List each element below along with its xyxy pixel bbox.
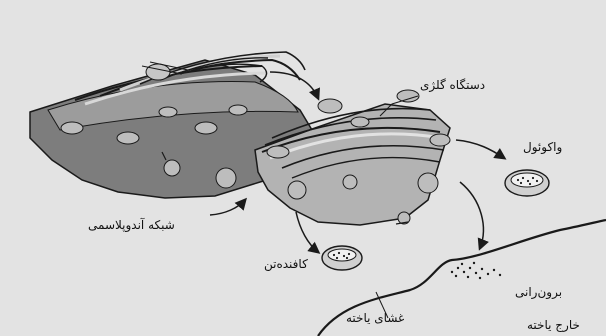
er-knob (146, 64, 170, 80)
golgi-vesicle (343, 175, 357, 189)
er-vesicle (117, 132, 139, 144)
budding-vesicle (164, 160, 180, 176)
lysosome-cavity (328, 249, 356, 261)
er-vesicle (229, 105, 247, 115)
lysosome (322, 246, 362, 270)
golgi-vesicle (318, 99, 342, 113)
golgi-vesicle (351, 117, 369, 127)
budding-vesicle (216, 168, 236, 188)
label-membrane: غشای یاخته (346, 311, 404, 325)
arrow-to-membrane (460, 182, 483, 248)
golgi-vesicle (430, 134, 450, 146)
er-vesicle (195, 122, 217, 134)
exocytosis-particles (451, 262, 501, 279)
golgi-vesicle (418, 173, 438, 193)
label-exocytosis: برون‌رانی (515, 285, 562, 299)
er-vesicle (159, 107, 177, 117)
vacuole-cavity (511, 173, 543, 187)
label-er: شبکه آندوپلاسمی (88, 218, 175, 232)
label-golgi: دستگاه گلژی (420, 78, 485, 92)
label-vacuole: واکوئول (523, 140, 562, 154)
arrow-to-vacuole (456, 140, 504, 158)
vacuole (505, 170, 549, 196)
label-outside-cell: خارج یاخته (527, 318, 580, 332)
label-lysosome: کافنده‌تن (264, 257, 308, 271)
arrow-to-er (210, 200, 245, 215)
golgi-vesicle (288, 181, 306, 199)
golgi-vesicle (397, 90, 419, 102)
er-vesicle (61, 122, 83, 134)
golgi-vesicle (267, 146, 289, 158)
